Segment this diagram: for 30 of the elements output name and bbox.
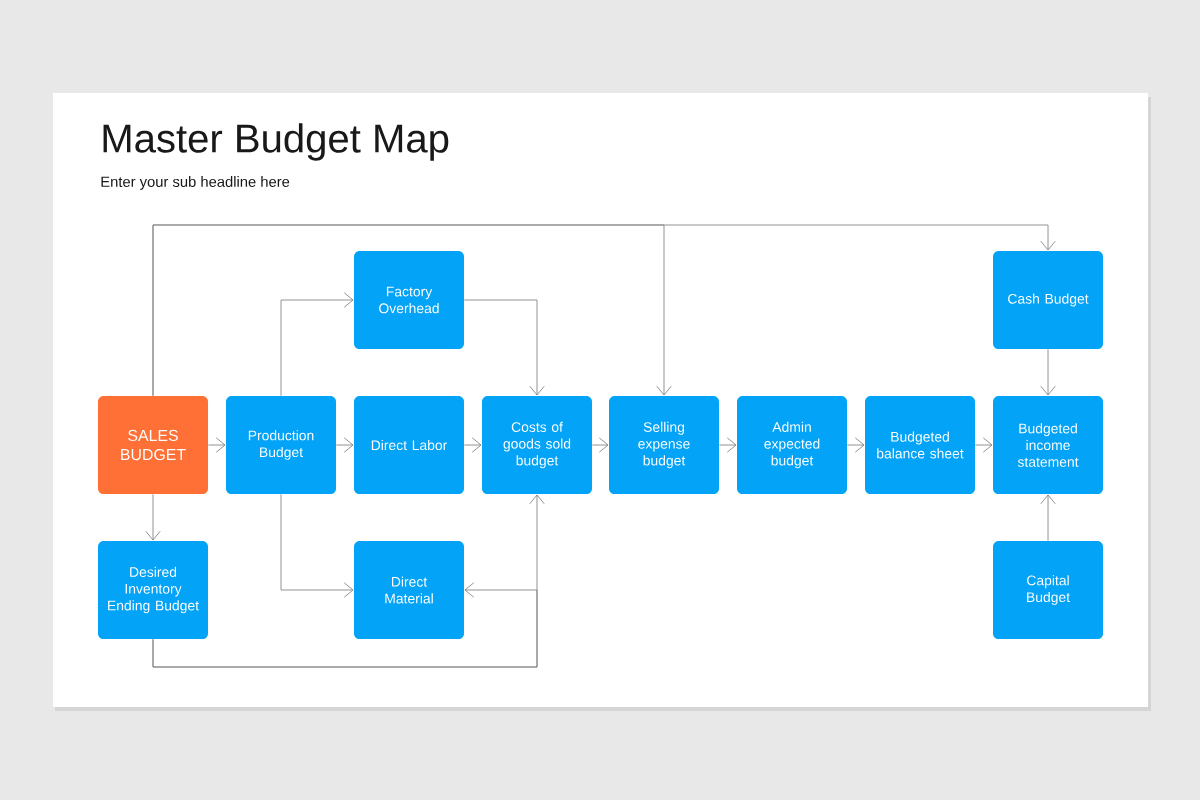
process-box: Budgeted balance sheet: [865, 396, 976, 494]
arrow: [280, 292, 354, 397]
process-box: Factory Overhead: [354, 251, 464, 349]
process-box: Selling expense budget: [609, 396, 720, 494]
arrow: [152, 224, 672, 397]
arrow: [335, 437, 354, 453]
process-box: Cash Budget: [993, 251, 1104, 349]
arrow: [145, 493, 161, 541]
arrow: [280, 493, 354, 598]
arrow: [846, 437, 865, 453]
process-box: SALES BUDGET: [98, 396, 208, 494]
arrow: [591, 437, 609, 453]
arrow: [1040, 494, 1056, 542]
process-box: Direct Material: [354, 541, 464, 639]
arrow: [463, 437, 482, 453]
arrow: [463, 299, 545, 396]
process-box: Production Budget: [226, 396, 336, 494]
process-box: Direct Labor: [354, 396, 464, 494]
process-box: Desired Inventory Ending Budget: [98, 541, 208, 639]
arrow: [974, 437, 993, 453]
process-box: Budgeted income statement: [993, 396, 1104, 494]
arrow: [718, 437, 737, 453]
subtitle: Enter your sub headline here: [101, 176, 290, 190]
arrow: [152, 582, 538, 668]
arrow: [1040, 348, 1056, 396]
title: Master Budget Map: [103, 123, 449, 161]
process-box: Capital Budget: [993, 541, 1104, 639]
arrow: [207, 437, 226, 453]
process-box: Costs of goods sold budget: [482, 396, 592, 494]
process-box: Admin expected budget: [737, 396, 848, 494]
